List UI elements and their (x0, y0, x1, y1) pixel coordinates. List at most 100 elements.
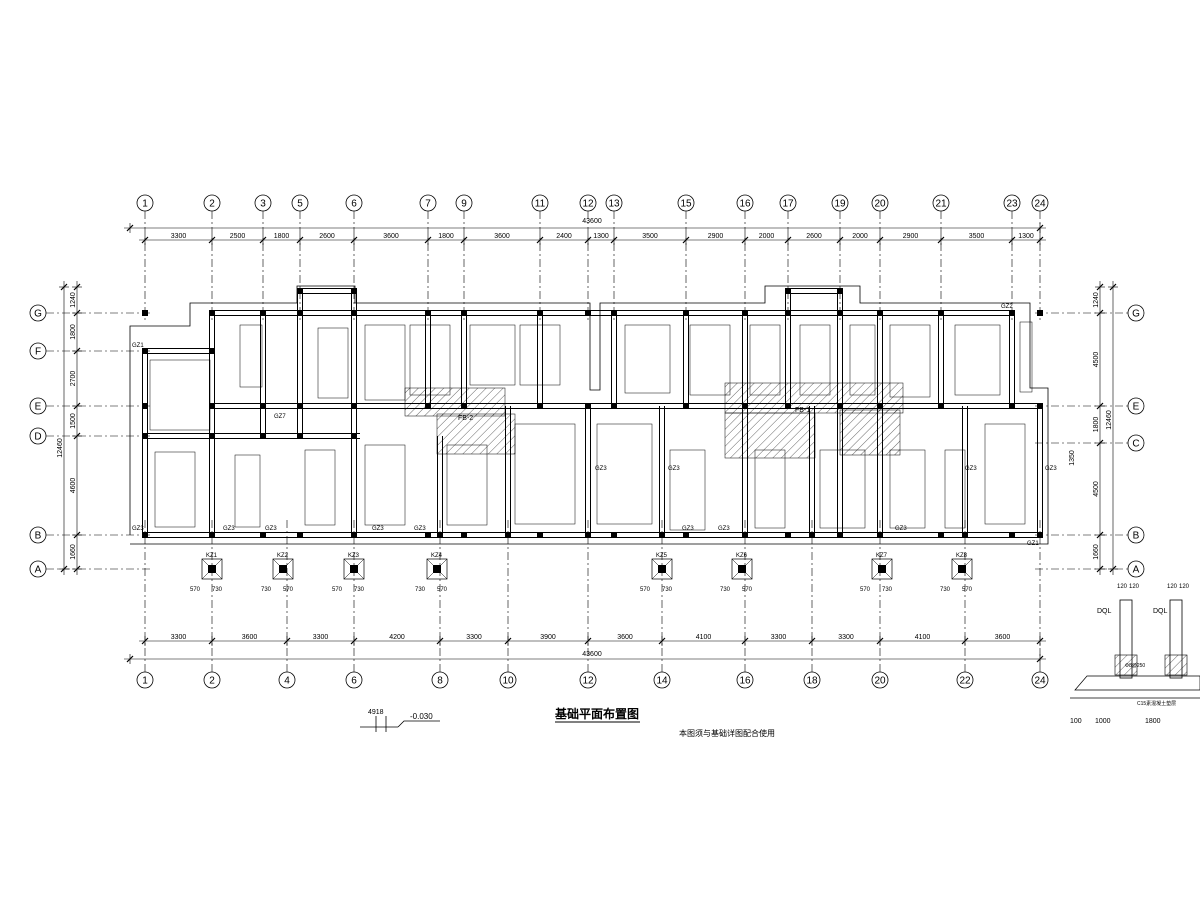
top-dimension-tick (937, 236, 945, 244)
axis-label-top: 19 (834, 199, 846, 210)
room-outline (889, 324, 931, 398)
hatched-mats (404, 382, 904, 459)
axis-bubble-right (1127, 434, 1145, 452)
footing-code: GZ3 (668, 466, 680, 472)
axis-bubble-top (254, 194, 272, 212)
room-outline (149, 359, 211, 431)
column-marker (142, 433, 148, 439)
footing-code: GZ3 (965, 466, 977, 472)
bottom-dimension-text: 3300 (313, 634, 329, 641)
pile-dim: 730 (720, 587, 731, 593)
column-marker (537, 403, 543, 409)
axis-label-bottom: 2 (209, 676, 215, 687)
left-dimension-text: 1800 (70, 324, 77, 340)
room-outline (239, 324, 263, 388)
pile-cap-outline (951, 558, 973, 580)
axis-label-top: 23 (1006, 199, 1018, 210)
axis-bubble-top (203, 194, 221, 212)
column-marker (209, 348, 215, 354)
column-marker (1037, 310, 1043, 316)
axis-bubble-top (831, 194, 849, 212)
axis-label-right: B (1133, 531, 1140, 542)
room-outline (514, 423, 576, 525)
bottom-dimension-text: 3900 (540, 634, 556, 641)
bottom-total-dimension-tick (1036, 655, 1044, 663)
axis-label-top: 20 (874, 199, 886, 210)
mat-label: FB-2 (458, 415, 473, 422)
axis-bubble-top (1003, 194, 1021, 212)
axis-bubble-right (1127, 397, 1145, 415)
axis-bubble-top (455, 194, 473, 212)
detail-dim-top: 120 (1117, 584, 1128, 590)
axis-label-top: 12 (582, 199, 594, 210)
detail-footing (1074, 675, 1200, 691)
top-dimension-tick (460, 236, 468, 244)
column-marker (877, 403, 883, 409)
bottom-dimension-text: 3600 (995, 634, 1011, 641)
axis-bubble-right (1127, 526, 1145, 544)
axis-bubble-bottom (278, 671, 296, 689)
top-dimension-tick (876, 236, 884, 244)
bottom-total-text: 43600 (582, 651, 602, 658)
detail-label: DQL (1097, 608, 1112, 615)
top-dimension-text: 3500 (642, 233, 658, 240)
axis-bubble-top (677, 194, 695, 212)
pile-dim: 570 (437, 587, 448, 593)
top-dimension-text: 3600 (494, 233, 510, 240)
elevation-marker: 4918 -0.030 (360, 709, 440, 732)
pile-dim: 570 (860, 587, 871, 593)
axis-label-bottom: 6 (351, 676, 357, 687)
pile-code: KZ5 (656, 553, 668, 559)
axis-label-left: G (34, 309, 42, 320)
axis-label-top: 17 (782, 199, 794, 210)
column-marker (209, 310, 215, 316)
top-total-dimension-tick (1036, 224, 1044, 232)
column-marker (938, 403, 944, 409)
axis-bubble-top (1031, 194, 1049, 212)
axis-bubble-top (605, 194, 623, 212)
top-dimension-text: 1800 (274, 233, 290, 240)
axis-label-top: 24 (1034, 199, 1046, 210)
footing-code: GZ1 (1027, 541, 1039, 547)
pile-dim: 730 (882, 587, 893, 593)
column-marker (683, 310, 689, 316)
hatched-mat (436, 413, 516, 455)
axis-label-top: 3 (260, 199, 266, 210)
column-marker (742, 310, 748, 316)
top-dimension-tick (1008, 236, 1016, 244)
bottom-dimension-tick (961, 637, 969, 645)
axis-label-bottom: 16 (739, 676, 751, 687)
pile-cap-outline (272, 558, 294, 580)
column-marker (611, 310, 617, 316)
column-marker (142, 348, 148, 354)
column-marker (611, 403, 617, 409)
column-marker (351, 433, 357, 439)
wall-footing-detail (1070, 599, 1200, 699)
pile-dim: 570 (742, 587, 753, 593)
column-marker (461, 403, 467, 409)
left-dimension-tick (73, 347, 81, 355)
drawing-subtitle: 本图须与基础详图配合使用 (679, 728, 775, 738)
pile-cap-outline (871, 558, 893, 580)
detail-wall (1119, 599, 1133, 679)
axis-bubble-top (291, 194, 309, 212)
axis-label-bottom: 12 (582, 676, 594, 687)
room-outline (317, 327, 349, 399)
column-marker (1009, 310, 1015, 316)
axis-label-right: A (1133, 565, 1140, 576)
pile-dim: 730 (940, 587, 951, 593)
axis-label-right: G (1132, 309, 1140, 320)
left-dimension-tick (73, 565, 81, 573)
pile-dim: 570 (283, 587, 294, 593)
elevation-dim: 4918 (368, 709, 384, 716)
foundation-outline (129, 285, 1049, 545)
right-dimension-tick (1096, 565, 1104, 573)
axis-bubble-top (736, 194, 754, 212)
drawing-title: 基础平面布置图 (554, 706, 639, 721)
room-outline (234, 454, 261, 528)
pile-dim: 570 (190, 587, 201, 593)
right-dimension-tick (1096, 531, 1104, 539)
axis-bubble-right (1127, 304, 1145, 322)
column-marker (1037, 403, 1043, 409)
